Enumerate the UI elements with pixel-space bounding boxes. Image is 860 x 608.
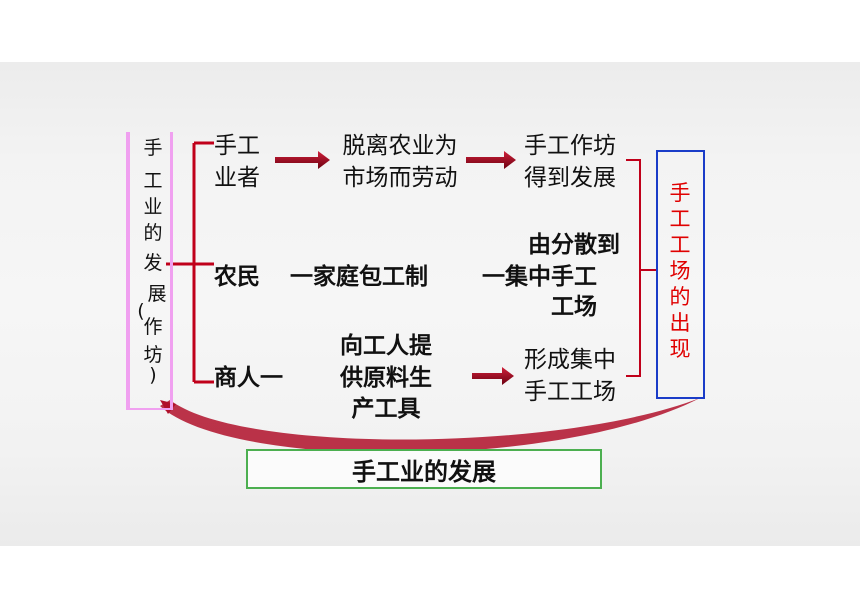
bottom-title: 手工业的发展 bbox=[352, 457, 496, 486]
r2-c3-line2: 一集中手工 bbox=[482, 264, 597, 290]
r3-c2-line3: 产工具 bbox=[351, 396, 421, 422]
right-label-char: 出 bbox=[669, 311, 691, 335]
arrow-r3 bbox=[472, 367, 514, 385]
r1-c1-line1: 手工 bbox=[214, 133, 260, 159]
bottom-title-box: 手工业的发展 bbox=[246, 449, 602, 489]
right-bracket-line bbox=[626, 159, 656, 377]
r3-c2-line2: 供原料生 bbox=[340, 365, 432, 391]
r1-c1-line2: 业者 bbox=[214, 165, 260, 191]
r2-c1: 农民 bbox=[214, 264, 260, 290]
left-label-char: 工 bbox=[143, 170, 163, 192]
r2-c2: 一家庭包工制 bbox=[290, 264, 428, 290]
right-label-char: 场 bbox=[669, 259, 691, 283]
left-label-char: 坊 bbox=[143, 344, 163, 366]
r3-c2-line1: 向工人提 bbox=[340, 333, 432, 359]
r1-c2-line1: 脱离农业为 bbox=[342, 133, 458, 159]
r3-c3-line2: 手工工场 bbox=[524, 379, 616, 405]
left-label-char: 的 bbox=[143, 222, 163, 244]
right-label-char: 工 bbox=[669, 207, 691, 231]
left-label-char: ( bbox=[137, 300, 145, 322]
left-label-char: 手 bbox=[143, 137, 163, 159]
r2-c3-line1: 由分散到 bbox=[528, 232, 620, 258]
left-label-box bbox=[126, 132, 173, 410]
bottom-swoosh bbox=[160, 398, 700, 454]
left-label-char: 业 bbox=[143, 196, 163, 218]
left-label-char: ) bbox=[149, 364, 157, 386]
arrow-r1-a bbox=[275, 151, 330, 169]
bracket-line bbox=[166, 141, 214, 384]
right-label-char: 的 bbox=[669, 285, 691, 309]
right-label-char: 手 bbox=[669, 181, 691, 205]
r1-c2-line2: 市场而劳动 bbox=[342, 165, 458, 191]
left-label-char: 展 bbox=[147, 283, 167, 305]
left-label-char: 作 bbox=[143, 316, 163, 338]
arrow-r1-b bbox=[466, 151, 516, 169]
right-label-box bbox=[656, 150, 705, 399]
r3-c1: 商人一 bbox=[214, 365, 283, 391]
r1-c3-line2: 得到发展 bbox=[524, 165, 616, 191]
right-label-char: 现 bbox=[669, 337, 691, 361]
r1-c3-line1: 手工作坊 bbox=[524, 133, 616, 159]
r3-c3-line1: 形成集中 bbox=[524, 347, 616, 373]
left-label-char: 发 bbox=[143, 252, 163, 274]
r2-c3-line3: 工场 bbox=[551, 294, 597, 320]
right-label-char: 工 bbox=[669, 233, 691, 257]
